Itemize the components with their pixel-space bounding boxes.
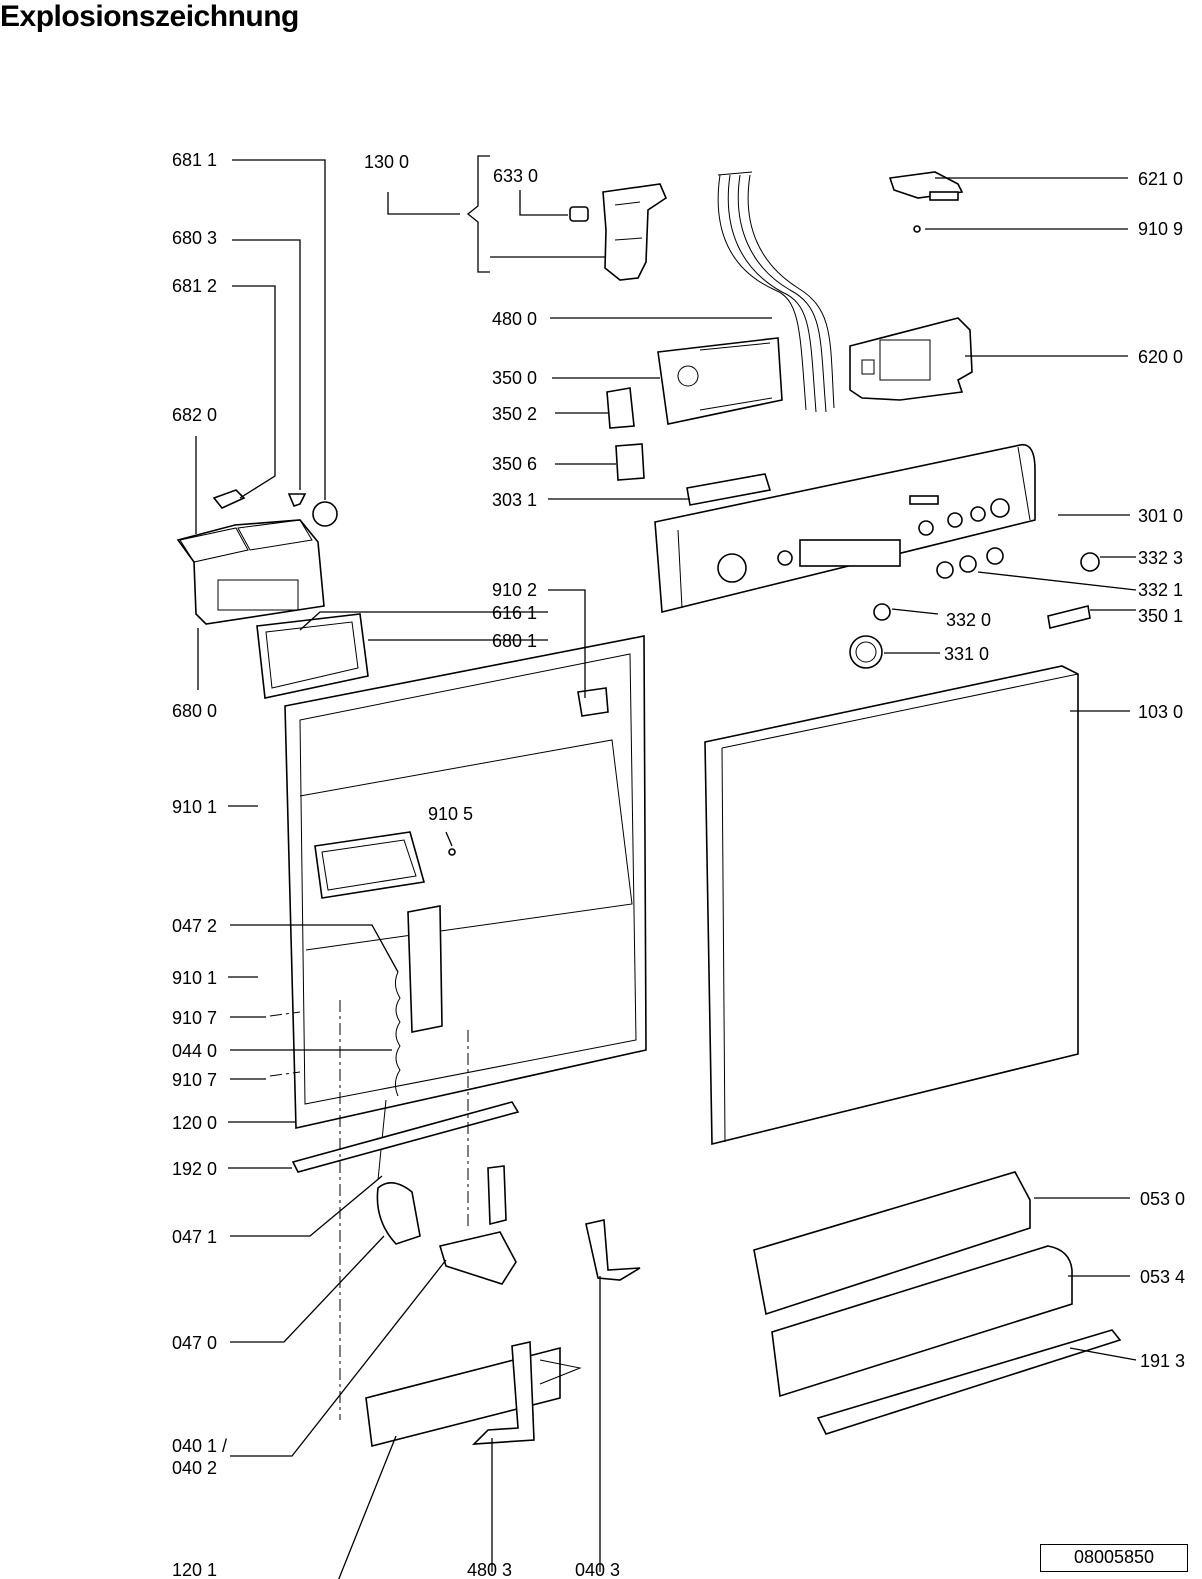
label-047-2: 047 2	[172, 916, 217, 936]
bracket-040-3	[585, 1219, 641, 1281]
label-103-0: 103 0	[1138, 702, 1183, 722]
label-053-0: 053 0	[1140, 1189, 1185, 1209]
label-047-0: 047 0	[172, 1333, 217, 1353]
label-130-0: 130 0	[364, 152, 409, 172]
door-spring	[376, 971, 517, 1285]
label-303-1: 303 1	[492, 490, 537, 510]
label-633-0: 633 0	[493, 166, 538, 186]
plinth-parts	[753, 1171, 1122, 1435]
label-040-3: 040 3	[575, 1560, 620, 1579]
document-number: 08005850	[1040, 1544, 1188, 1572]
label-332-3: 332 3	[1138, 548, 1183, 568]
label-040-2: 040 2	[172, 1458, 217, 1478]
door-lock-group	[466, 155, 667, 281]
knobs-and-buttons	[849, 547, 1100, 669]
control-module	[849, 317, 973, 401]
label-616-1: 616 1	[492, 603, 537, 623]
electronic-board	[657, 337, 783, 425]
small-electronics	[606, 387, 772, 506]
control-panel	[654, 443, 1036, 614]
label-350-0: 350 0	[492, 368, 537, 388]
label-680-1: 680 1	[492, 631, 537, 651]
label-047-1: 047 1	[172, 1227, 217, 1247]
label-053-4: 053 4	[1140, 1267, 1185, 1287]
rail-192	[291, 1101, 520, 1173]
label-681-2: 681 2	[172, 276, 217, 296]
leader-lines	[195, 159, 1137, 1579]
label-301-0: 301 0	[1138, 506, 1183, 526]
label-480-3: 480 3	[467, 1560, 512, 1579]
label-680-0: 680 0	[172, 701, 217, 721]
inner-door	[284, 635, 647, 1129]
label-480-0: 480 0	[492, 309, 537, 329]
page-title: Explosionszeichnung	[0, 0, 299, 33]
label-910-1-bottom: 910 1	[172, 968, 217, 988]
cable-harness	[717, 171, 835, 413]
label-621-0: 621 0	[1138, 169, 1183, 189]
label-910-1-top: 910 1	[172, 797, 217, 817]
label-192-0: 192 0	[172, 1159, 217, 1179]
bottom-panel	[365, 1341, 582, 1447]
label-681-1: 681 1	[172, 150, 217, 170]
label-910-9: 910 9	[1138, 219, 1183, 239]
part-labels: 681 1 130 0 633 0 680 3 681 2 682 0 680 …	[172, 150, 1185, 1579]
label-910-5: 910 5	[428, 804, 473, 824]
label-910-7-bottom: 910 7	[172, 1070, 217, 1090]
label-680-3: 680 3	[172, 228, 217, 248]
label-332-1: 332 1	[1138, 580, 1183, 600]
label-350-2: 350 2	[492, 404, 537, 424]
detergent-dispenser	[176, 489, 338, 639]
outer-door	[704, 665, 1079, 1146]
label-682-0: 682 0	[172, 405, 217, 425]
seal-frame	[256, 613, 369, 699]
pcb-small-part	[888, 171, 964, 233]
label-620-0: 620 0	[1138, 347, 1183, 367]
label-191-3: 191 3	[1140, 1351, 1185, 1371]
label-120-0: 120 0	[172, 1113, 217, 1133]
label-350-6: 350 6	[492, 454, 537, 474]
label-910-2: 910 2	[492, 580, 537, 600]
label-331-0: 331 0	[944, 644, 989, 664]
label-040-1: 040 1 /	[172, 1436, 227, 1456]
label-120-1: 120 1	[172, 1560, 217, 1579]
label-910-7-top: 910 7	[172, 1008, 217, 1028]
label-044-0: 044 0	[172, 1041, 217, 1061]
label-332-0: 332 0	[946, 610, 991, 630]
label-350-1: 350 1	[1138, 606, 1183, 626]
